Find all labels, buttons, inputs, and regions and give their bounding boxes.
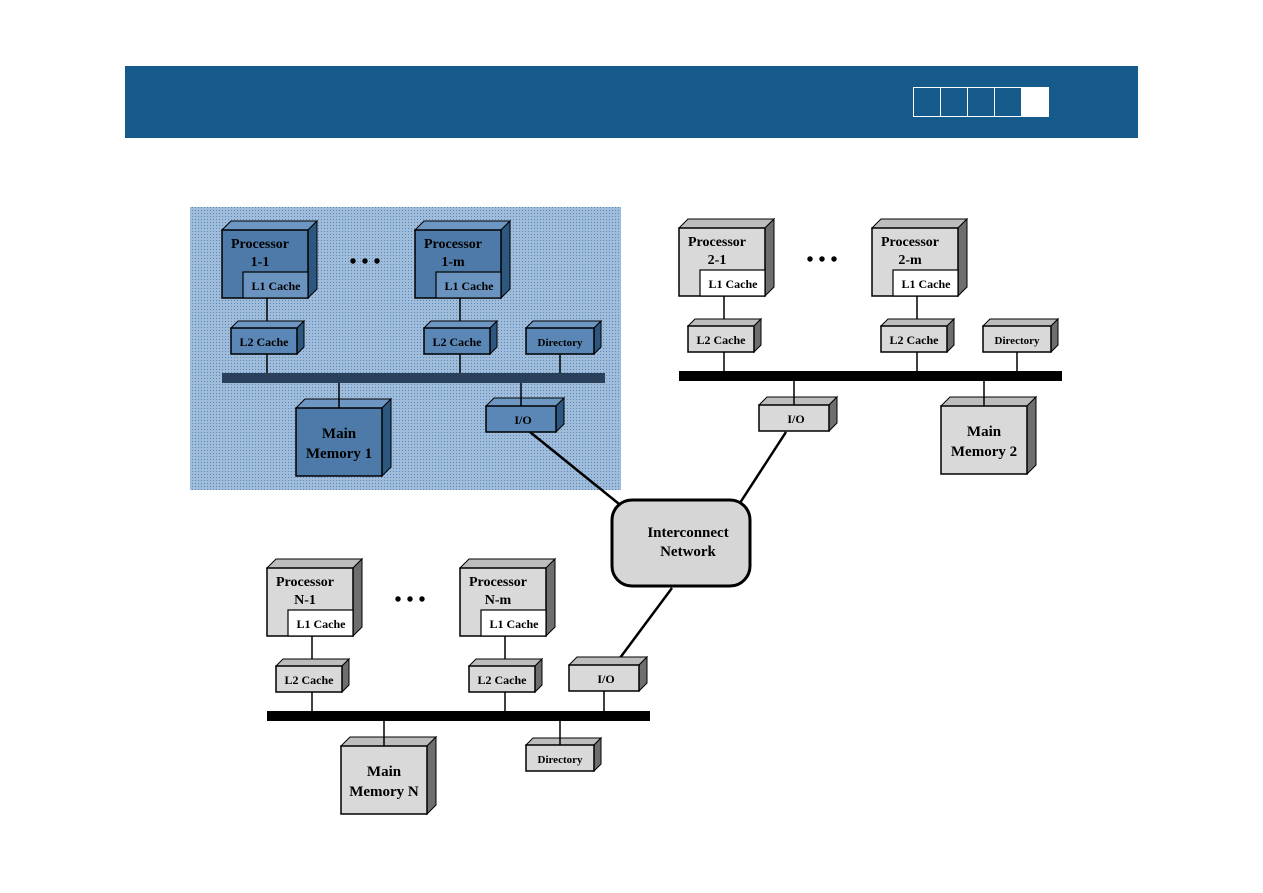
link-ioN-network [612,587,674,667]
nodeN-processor-b-id: N-m [485,593,512,608]
node2-processor-a-id: 2-1 [708,253,727,268]
node2-processor-b-title: Processor [881,235,939,250]
nodeN-io-label: I/O [597,672,614,686]
node2-io-label: I/O [787,412,804,426]
node2-directory-label: Directory [995,335,1040,347]
node2-processor-b-id: 2-m [898,253,922,268]
node2-io [757,395,839,433]
node1-processor-a-id: 1-1 [251,255,270,270]
node2-processor-a-l1-label: L1 Cache [709,277,759,291]
nodeN-memory-title: Main [367,764,402,780]
nodeN-processor-a-l1 [287,609,354,637]
node2: Processor 2-1 L1 Cache L2 Cache Processor 2-m… [677,217,1062,476]
node2-processor-b-l2 [879,317,956,354]
nodeN-processor-a-id: N-1 [294,593,316,608]
interconnect-network: Interconnect Network [610,498,752,588]
nodeN-processor-b-title: Processor [469,575,527,590]
node1-ellipsis: • • • [349,251,380,273]
nodeN-processor-b-l2-label: L2 Cache [478,673,528,687]
node1-directory-label: Directory [538,337,583,349]
node2-processor-b-l1-label: L1 Cache [902,277,952,291]
node1-processor-b-l1-label: L1 Cache [445,279,495,293]
node2-ellipsis: • • • [806,249,837,271]
nodeN-processor-b-l1-label: L1 Cache [490,617,540,631]
nodeN-processor-b-l1 [480,609,547,637]
node2-directory [981,317,1060,354]
node1-processor-a-l2-label: L2 Cache [240,335,290,349]
node2-processor-a-l1 [699,269,766,297]
node2-processor-b-l1 [892,269,959,297]
nodeN-processor-a-l2 [274,657,351,694]
node1-processor-b-l2-label: L2 Cache [433,335,483,349]
svg-text:Network: Network [660,544,716,560]
nav-box-3[interactable] [967,87,994,117]
node1-directory [524,319,603,356]
node1-processor-b-l2 [422,319,499,356]
node2-processor-a-l2-label: L2 Cache [697,333,747,347]
node2-processor-a-l2 [686,317,763,354]
node1-memory-id: Memory 1 [306,446,372,462]
node1-processor-b-id: 1-m [441,255,465,270]
node1-processor-a-l1-label: L1 Cache [252,279,302,293]
svg-text:Interconnect: Interconnect [647,525,728,541]
node1-processor-a-l1 [242,271,309,299]
node1-processor-b-l1 [435,271,502,299]
node2-processor-b-l2-label: L2 Cache [890,333,940,347]
node2-memory-title: Main [967,424,1002,440]
node1-memory-title: Main [322,426,357,442]
nodeN-directory [524,736,603,773]
link-io1-network [529,431,625,509]
node2-memory-id: Memory 2 [951,444,1017,460]
slide-nav-boxes[interactable] [913,87,1049,117]
nodeN-processor-b-l2 [467,657,544,694]
node1-processor-b-title: Processor [424,237,482,252]
node1-processor-a-title: Processor [231,237,289,252]
node2-bus [679,371,1062,381]
nodeN-processor-a-l2-label: L2 Cache [285,673,335,687]
nodeN-bus [267,711,650,721]
nav-box-1[interactable] [913,87,940,117]
node1-io-label: I/O [514,413,531,427]
nav-box-4[interactable] [994,87,1021,117]
nodeN-memory-id: Memory N [349,784,419,800]
link-io2-network [736,431,788,507]
nodeN-directory-label: Directory [538,754,583,766]
node1: Processor 1-1 L1 Cache L2 Cache Processor 1-m… [220,219,605,478]
nodeN-processor-a-l1-label: L1 Cache [297,617,347,631]
node1-main-memory [294,397,393,478]
nodeN-ellipsis: • • • [394,589,425,611]
node1-bus [222,373,605,383]
nodeN-main-memory [339,735,438,816]
node2-processor-a-title: Processor [688,235,746,250]
node2-main-memory [939,395,1038,476]
nodeN-processor-a-title: Processor [276,575,334,590]
node1-io [484,396,566,434]
nav-box-2[interactable] [940,87,967,117]
nav-box-5[interactable] [1021,87,1049,117]
node1-processor-a-l2 [229,319,306,356]
